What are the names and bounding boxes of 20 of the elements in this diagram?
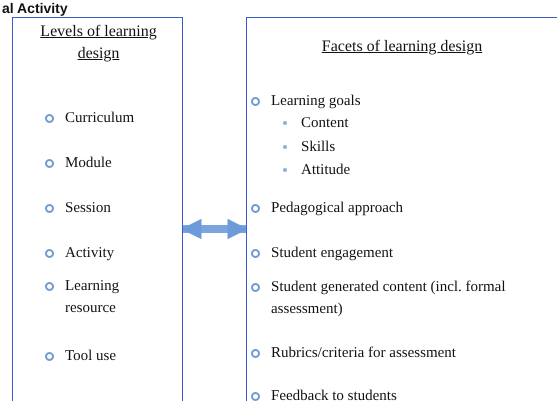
list-item: Learning goals <box>251 90 557 112</box>
list-item: Activity <box>45 242 185 264</box>
list-item: Session <box>45 197 185 219</box>
panel-heading: Levels of learning design <box>39 22 158 64</box>
list-item: Learning resource <box>45 275 165 319</box>
list-item: Rubrics/criteria for assessment <box>251 342 557 364</box>
panel <box>246 17 557 401</box>
list-item: Curriculum <box>45 107 185 129</box>
list-item: Skills <box>283 136 501 158</box>
list-item: Student generated content (incl. formal assessment) <box>251 276 521 320</box>
title: al Activity <box>2 0 68 16</box>
list-item: Attitude <box>283 159 501 181</box>
list-item: Pedagogical approach <box>251 197 557 219</box>
list-item: Module <box>45 152 185 174</box>
panel <box>12 17 183 401</box>
list-item: Content <box>283 112 501 134</box>
panel-heading: Facets of learning design <box>320 37 484 57</box>
list-item: Student engagement <box>251 242 557 264</box>
list-item: Tool use <box>45 345 185 367</box>
list-item: Feedback to students <box>251 385 557 401</box>
